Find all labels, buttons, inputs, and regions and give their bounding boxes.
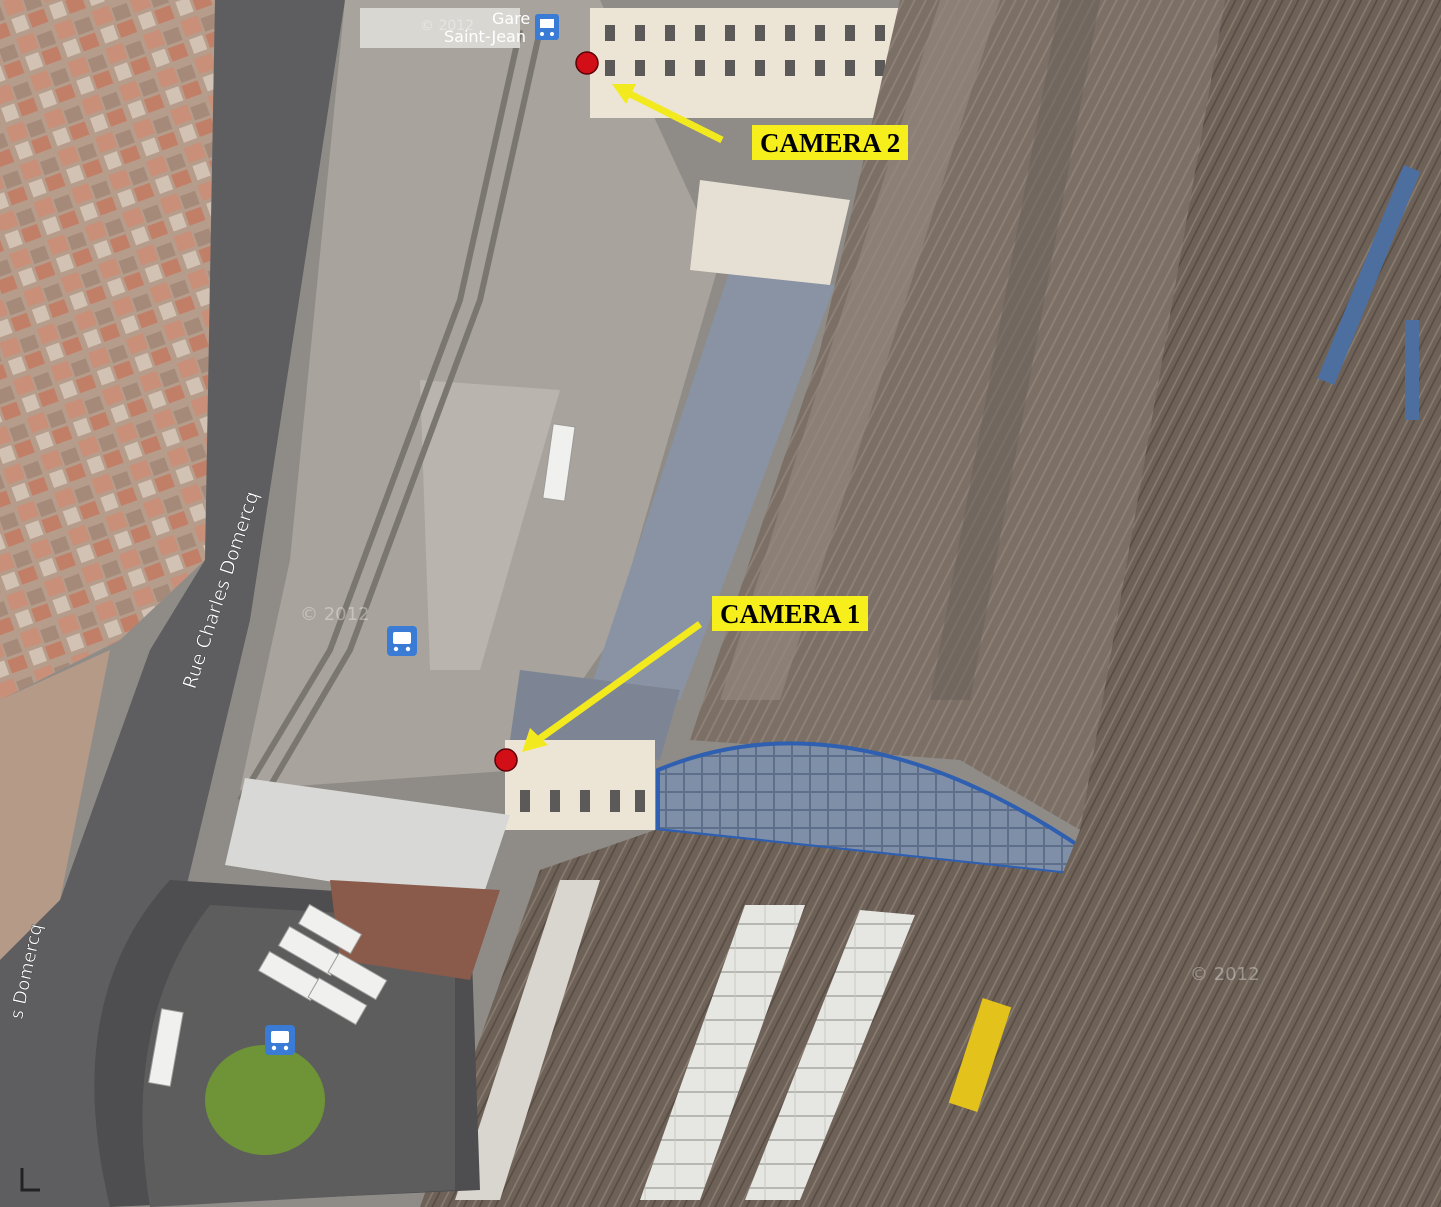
camera1-label: CAMERA 1 (712, 596, 869, 631)
station-building-roof (590, 270, 835, 700)
camera1-arrow (532, 621, 703, 745)
tram-icon[interactable] (535, 14, 559, 40)
camera2-marker[interactable] (575, 51, 599, 75)
camera2-label: CAMERA 2 (752, 125, 909, 160)
platform-canopy (640, 905, 805, 1200)
watermark: © 2012 (300, 604, 370, 625)
corner-mark (20, 1168, 40, 1192)
camera2-arrow (620, 86, 724, 144)
camera1-marker[interactable] (494, 748, 518, 772)
station-label-line1: Gare (492, 9, 530, 28)
bus-icon[interactable] (387, 626, 417, 656)
green-island (205, 1045, 325, 1155)
watermark: © 2012 (420, 18, 474, 34)
station-building-south (505, 740, 655, 830)
bus-station-roof (225, 778, 510, 905)
city-blocks (0, 0, 215, 700)
platform-canopy (745, 910, 915, 1200)
street-rue-charles-domercq (0, 0, 345, 1207)
station-label-line2: Saint-Jean (444, 27, 526, 46)
watermark: © 2012 (1190, 964, 1260, 985)
bus-icon[interactable] (265, 1025, 295, 1055)
glass-arch (656, 741, 1088, 878)
